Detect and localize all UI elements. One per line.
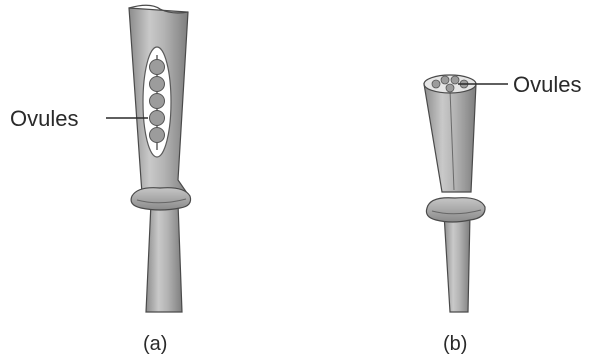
ovule [150,94,165,109]
ovule-label-b: Ovules [513,72,581,97]
ovule-label-a: Ovules [10,106,78,131]
ovule [150,77,165,92]
caption-b: (b) [443,333,467,355]
ovule [432,80,440,88]
ovules-a [150,60,165,143]
panel-a: Ovules (a) [10,5,191,355]
collar-a [131,188,191,210]
caption-a: (a) [143,333,167,355]
ovule [150,60,165,75]
ovule [441,76,449,84]
ovule [451,76,459,84]
ovule [446,84,454,92]
ovule [150,128,165,143]
ovule [150,111,165,126]
stalk-b [444,214,470,312]
stalk-a [146,203,182,312]
collar-b [426,198,485,222]
panel-b: Ovules (b) [424,72,581,355]
